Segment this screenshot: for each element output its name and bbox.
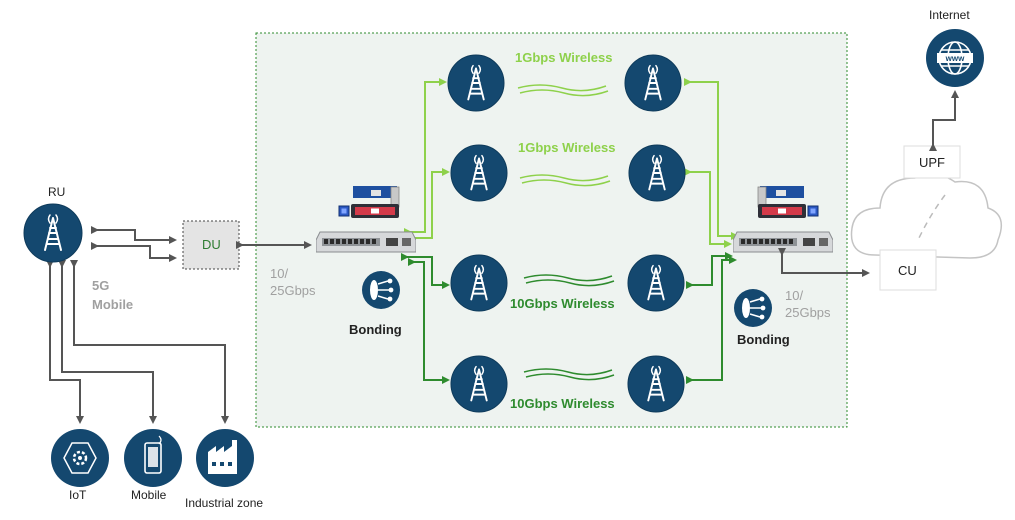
du-label[interactable]: DU: [202, 237, 221, 252]
factory-icon: [196, 429, 254, 487]
tower-icon: [624, 54, 682, 112]
bonding-right-label: Bonding: [737, 332, 790, 347]
bonding-icon: [733, 288, 773, 328]
ru-tower-icon: [23, 203, 83, 263]
switch-icon: [316, 231, 416, 253]
left-rate-line2: 25Gbps: [270, 283, 316, 298]
endpoint-label: Industrial zone: [185, 496, 264, 510]
mobile-5g-line2: Mobile: [92, 297, 134, 312]
mobile-5g-line1: 5G: [92, 278, 110, 293]
dark-green-routes: [401, 252, 737, 384]
left-rate-line1: 10/: [270, 266, 289, 281]
tower-icon: [627, 355, 685, 413]
tower-icon: [447, 54, 505, 112]
wireless-squiggles: [517, 84, 615, 381]
tower-icon: [627, 254, 685, 312]
bonding-left-label: Bonding: [349, 322, 402, 337]
internet-globe-icon: www: [926, 29, 984, 87]
tower-icon: [450, 144, 508, 202]
right-rate-line1: 10/: [785, 288, 804, 303]
link-label: 10Gbps Wireless: [510, 396, 615, 411]
ru-label: RU: [48, 185, 66, 199]
iot-icon: [51, 429, 109, 487]
cu-label[interactable]: CU: [898, 263, 917, 278]
tower-icon: [450, 254, 508, 312]
svg-text:www: www: [945, 54, 965, 63]
mobile-5g-label: 5G Mobile: [92, 276, 133, 314]
ru-endpoint-links: [46, 260, 229, 424]
cu-box[interactable]: [879, 249, 937, 291]
tower-icon: [628, 144, 686, 202]
link-label: 1Gbps Wireless: [518, 140, 616, 155]
tower-icon: [450, 355, 508, 413]
endpoint-label: IoT: [69, 488, 87, 502]
link-label: 1Gbps Wireless: [515, 50, 613, 65]
backhaul-zone: [255, 32, 848, 428]
link-label: 10Gbps Wireless: [510, 296, 615, 311]
mobile-phone-icon: [124, 429, 182, 487]
endpoint-label: Mobile: [131, 488, 167, 502]
switch-icon: [733, 231, 833, 253]
left-rate-label: 10/ 25Gbps: [270, 265, 316, 299]
right-rate-label: 10/ 25Gbps: [785, 287, 831, 321]
cloud-shape: [850, 173, 1003, 259]
upf-box[interactable]: [903, 145, 961, 179]
core-links: [778, 90, 959, 277]
right-rate-line2: 25Gbps: [785, 305, 831, 320]
ru-du-links: [91, 226, 312, 262]
light-green-routes: [404, 78, 739, 248]
internet-label: Internet: [929, 8, 970, 22]
bonding-icon: [361, 270, 401, 310]
upf-label[interactable]: UPF: [919, 155, 945, 170]
